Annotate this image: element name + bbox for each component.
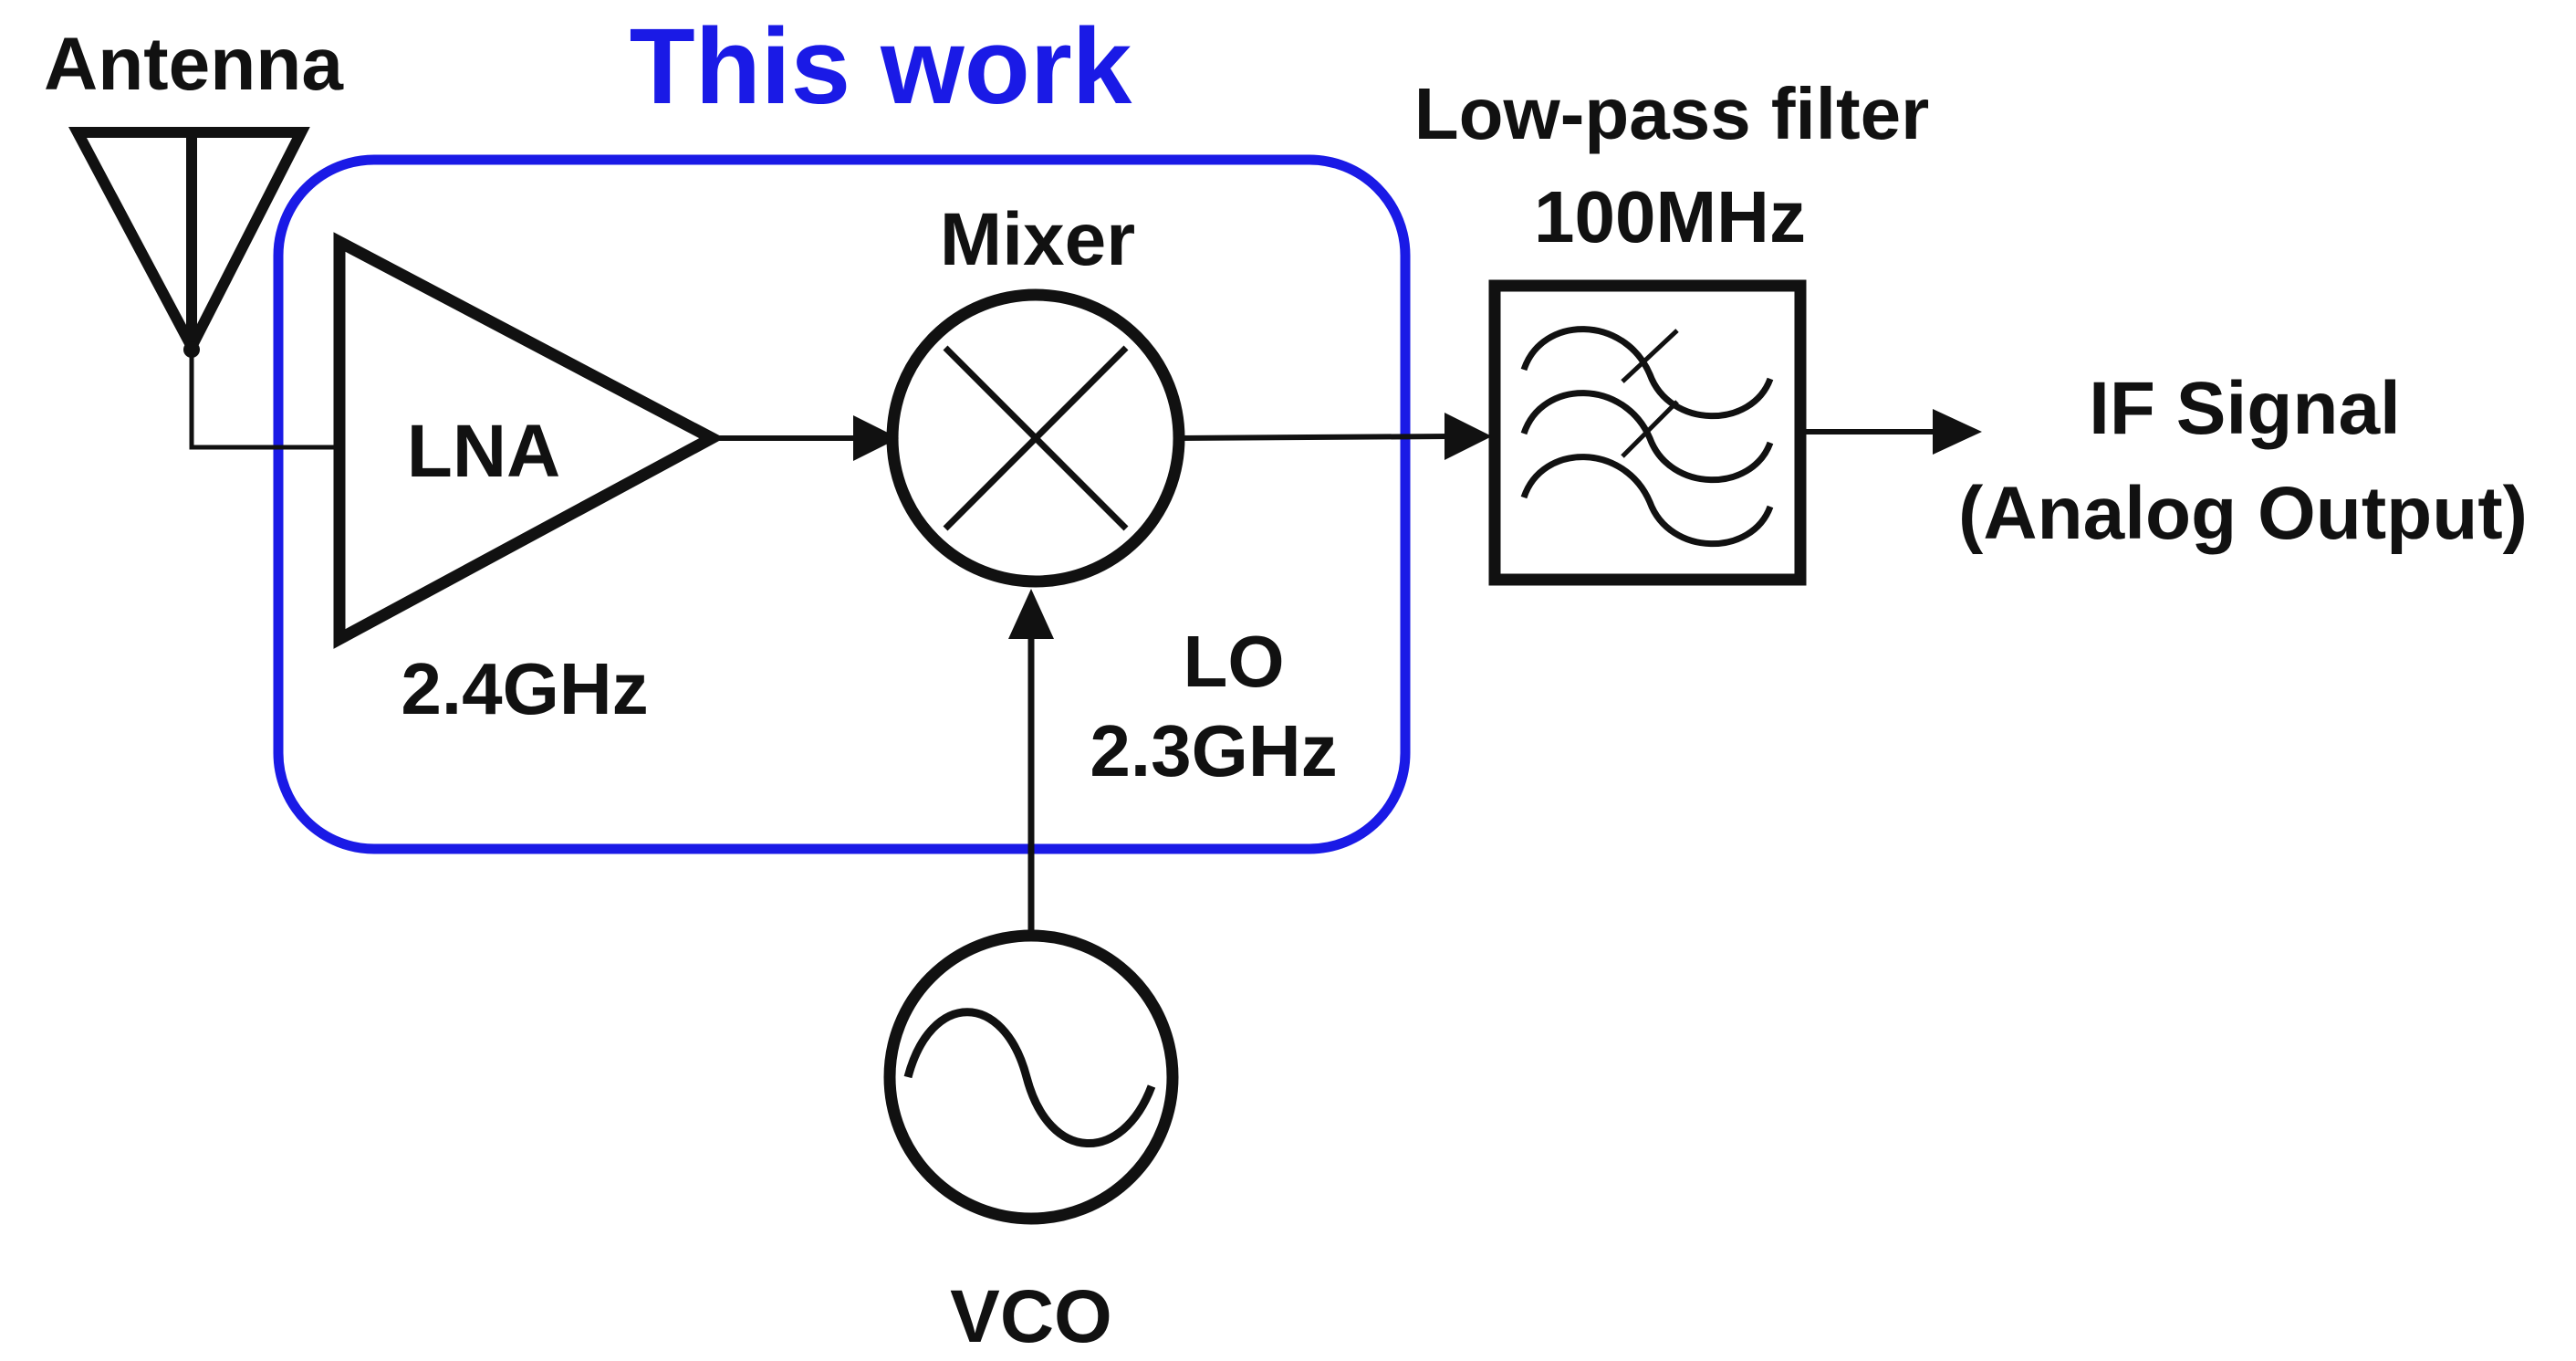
mixer-cross-icon (886, 288, 1185, 588)
mixer-to-filter-line (1178, 434, 1452, 441)
antenna-feed-wire (189, 351, 342, 450)
output-label-line1: IF Signal (2089, 367, 2401, 450)
output-label-line2: (Analog Output) (1958, 472, 2528, 555)
lna-frequency: 2.4GHz (401, 648, 648, 729)
antenna-label: Antenna (44, 23, 344, 106)
lo-label: LO (1183, 621, 1284, 702)
amplifier-triangle-icon (333, 232, 725, 649)
filter-waves-icon (1488, 279, 1807, 586)
filter-label: Low-pass filter (1414, 73, 1930, 154)
filter-frequency: 100MHz (1534, 176, 1806, 257)
antenna-icon (68, 127, 310, 359)
mixer-label: Mixer (940, 198, 1135, 281)
vco-label: VCO (950, 1275, 1112, 1358)
mixer-to-filter-arrowhead (1444, 413, 1492, 460)
lo-frequency: 2.3GHz (1090, 710, 1337, 791)
lna-to-mixer-arrowhead (853, 415, 899, 461)
lna-label: LNA (407, 410, 561, 493)
sine-source-icon (883, 929, 1179, 1225)
this-work-box (273, 154, 1411, 854)
this-work-title: This work (630, 6, 1132, 127)
filter-to-output-arrowhead (1933, 409, 1982, 455)
vco-to-mixer-arrowhead (1008, 589, 1054, 639)
